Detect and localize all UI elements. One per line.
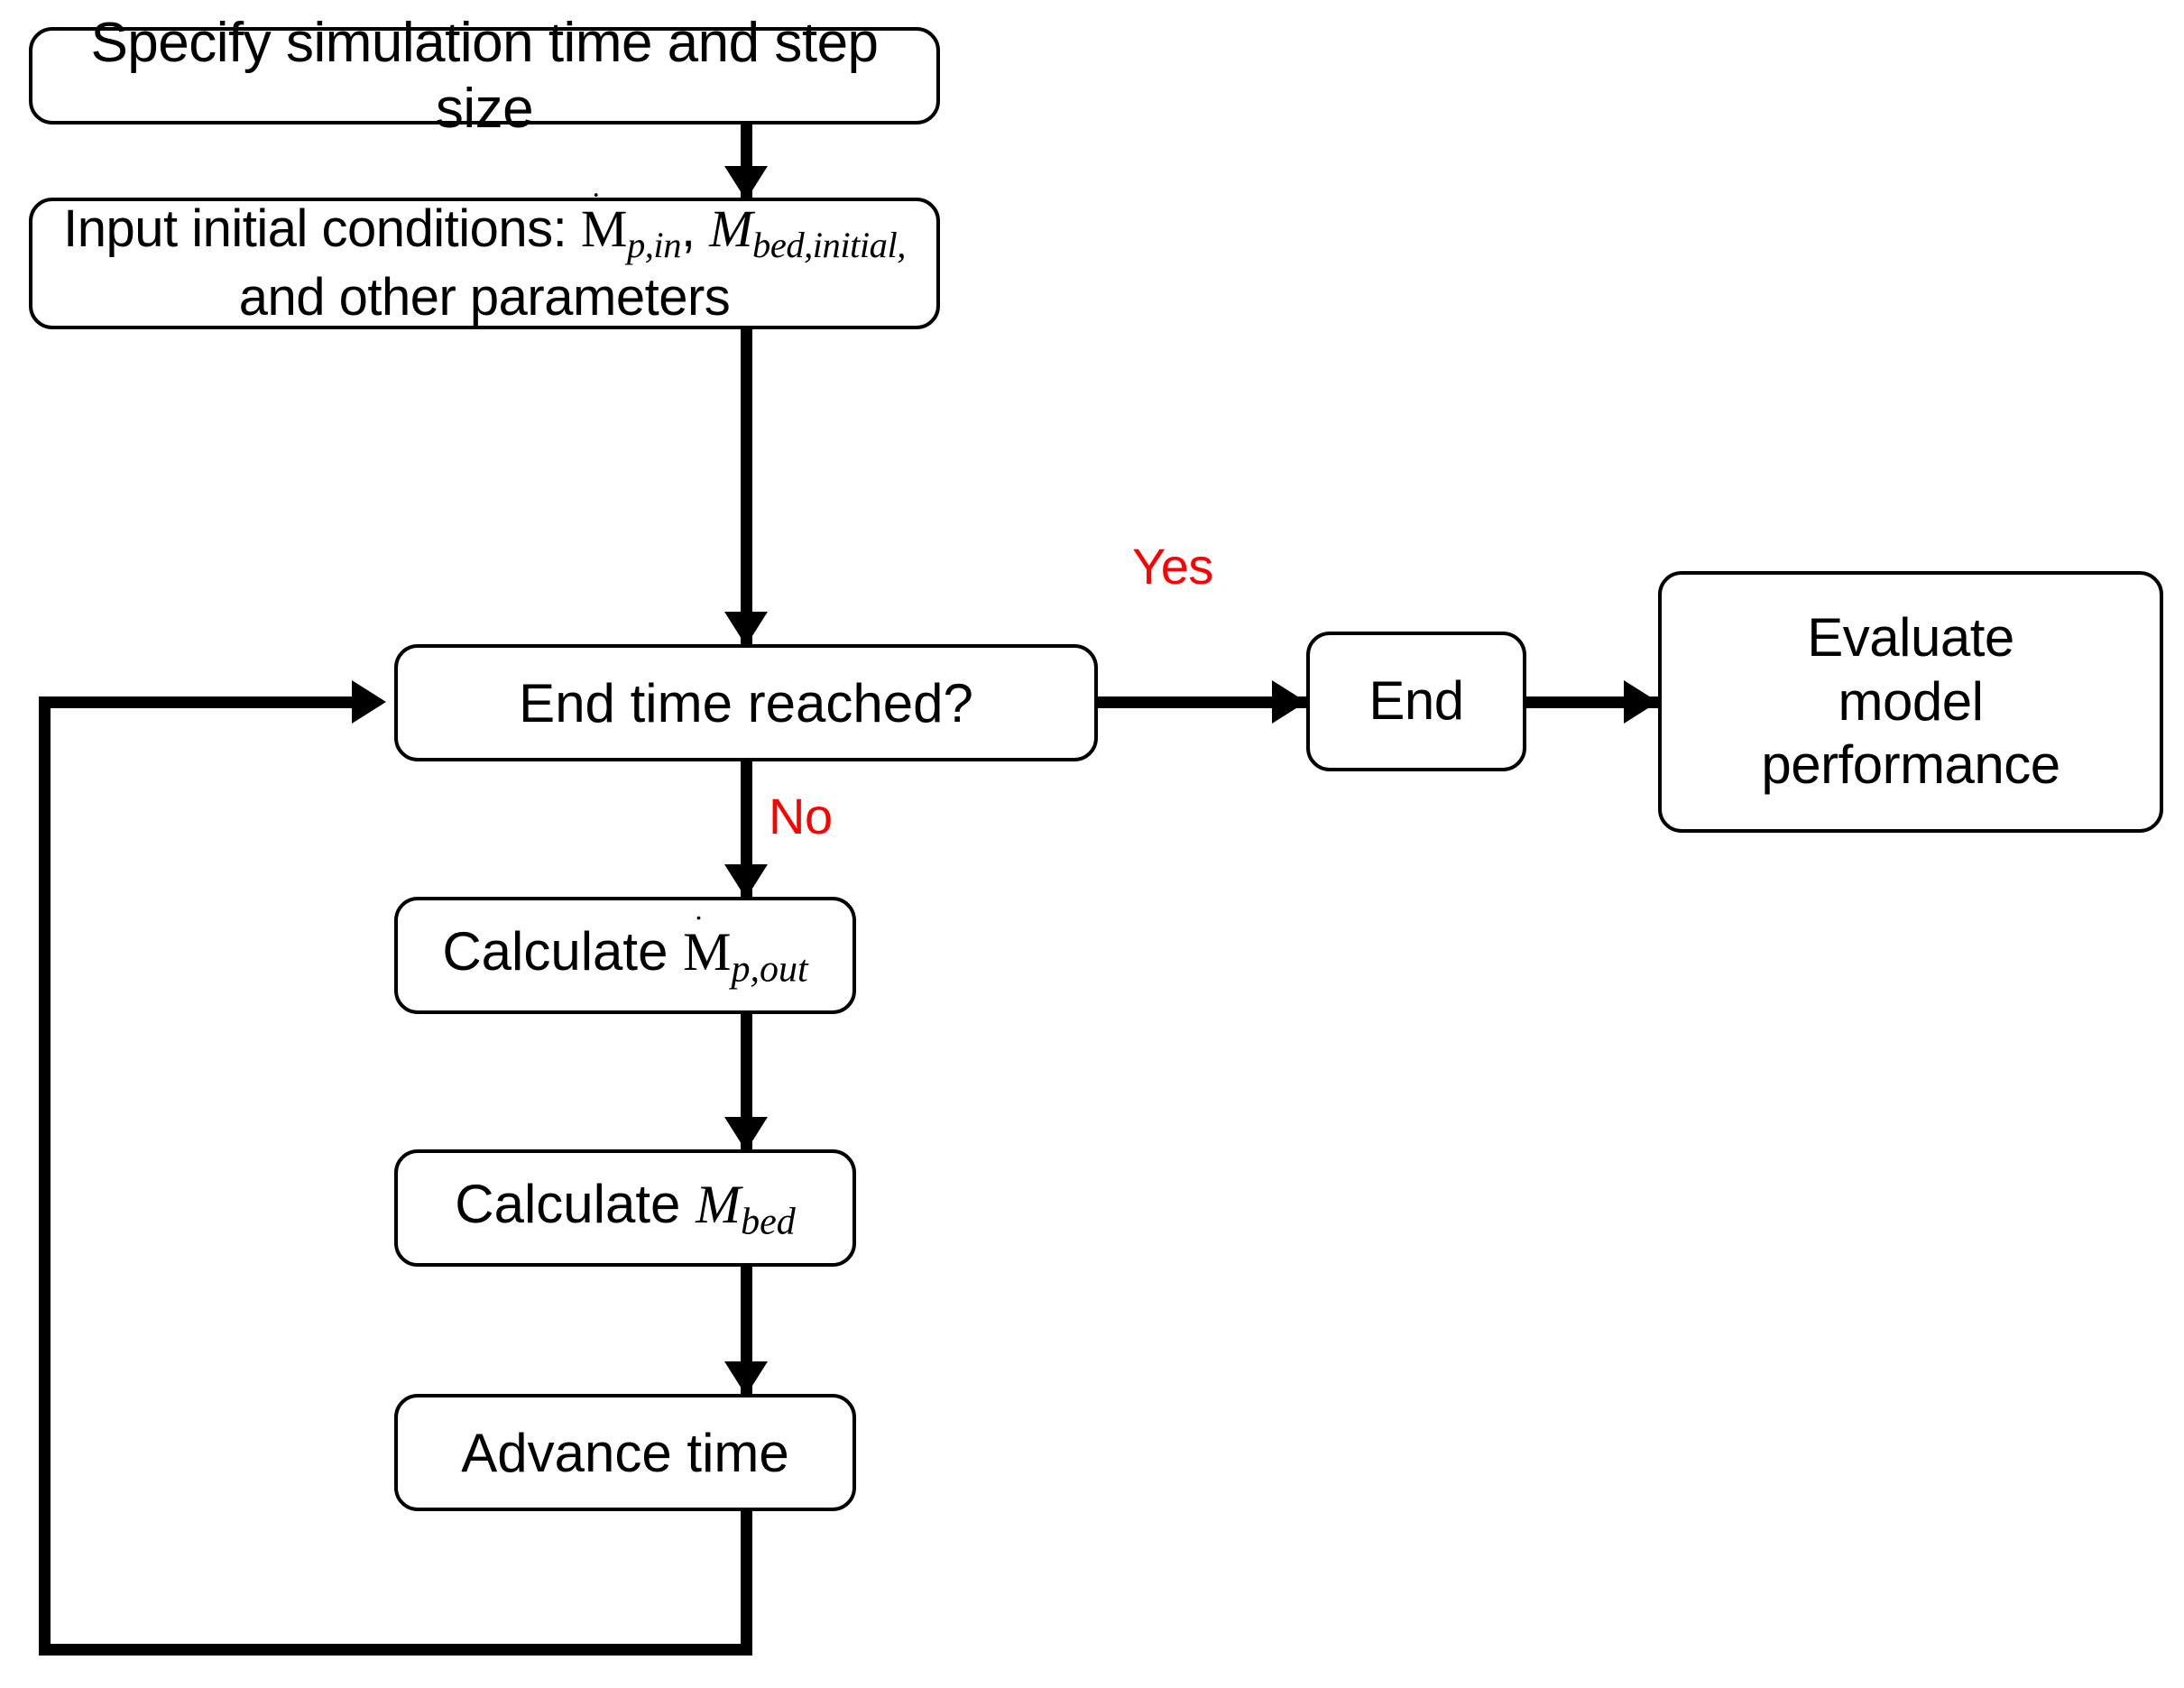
connector-loop-left <box>39 696 51 1656</box>
subscript-p-in: p,in <box>626 224 682 265</box>
node-calcbed-label: Calculate Mbed <box>398 1173 852 1244</box>
node-advance-label: Advance time <box>461 1422 789 1483</box>
node-calcout-label: Calculate ˙Mp,out <box>398 909 852 992</box>
evaluate-line3: performance <box>1761 734 2060 796</box>
evaluate-line1: Evaluate <box>1807 606 2014 668</box>
mdot-var-mp-out: ˙M <box>683 909 732 982</box>
connector-loop-bottom <box>39 1644 752 1656</box>
node-calculate-mp-out[interactable]: Calculate ˙Mp,out <box>394 897 856 1014</box>
arrowhead-input-to-decision <box>724 612 768 646</box>
branch-label-yes: Yes <box>1132 538 1213 595</box>
calcbed-prefix: Calculate <box>455 1173 696 1234</box>
node-input-label: Input initial conditions: ˙Mp,in, Mbed,i… <box>32 185 936 329</box>
subscript-p-out: p,out <box>731 948 808 991</box>
node-calculate-m-bed[interactable]: Calculate Mbed <box>394 1149 856 1267</box>
mdot-var-mp-in: ˙M <box>580 185 628 258</box>
arrowhead-specify-to-input <box>724 166 768 200</box>
subscript-bed: bed <box>741 1201 796 1243</box>
var-m-bed: M <box>696 1174 742 1234</box>
connector-loop-down <box>741 1511 752 1656</box>
node-end-time-reached-decision[interactable]: End time reached? <box>394 644 1098 761</box>
arrowhead-loop-to-decision <box>352 680 386 724</box>
arrowhead-decision-to-calcout <box>724 864 768 899</box>
node-end-label: End <box>1368 670 1464 732</box>
node-input-initial-conditions[interactable]: Input initial conditions: ˙Mp,in, Mbed,i… <box>29 185 940 329</box>
arrowhead-decision-to-end <box>1272 680 1306 724</box>
calcout-prefix: Calculate <box>442 920 684 982</box>
connector-loop-top <box>39 696 356 708</box>
input-line1-prefix: Input initial conditions: <box>63 198 581 258</box>
node-specify-label: Specify simulation time and step size <box>90 11 879 140</box>
node-evaluate-label: Evaluate model performance <box>1662 606 2160 798</box>
var-m-bed-initial: M <box>709 198 753 258</box>
input-separator: , <box>680 198 710 258</box>
evaluate-line2: model <box>1838 670 1984 732</box>
arrowhead-calcbed-to-advance <box>724 1361 768 1396</box>
branch-label-no: No <box>769 788 833 844</box>
input-line2: and other parameters <box>238 267 731 327</box>
node-end[interactable]: End <box>1306 632 1526 771</box>
node-advance-time[interactable]: Advance time <box>394 1394 856 1511</box>
arrowhead-end-to-evaluate <box>1624 680 1658 724</box>
input-trailing-comma: , <box>897 224 906 265</box>
connector-input-to-decision <box>741 329 752 650</box>
connector-decision-to-end <box>1092 696 1306 708</box>
arrowhead-calcout-to-calcbed <box>724 1117 768 1151</box>
node-evaluate-model-performance[interactable]: Evaluate model performance <box>1658 571 2163 833</box>
node-specify-simulation-time[interactable]: Specify simulation time and step size <box>29 12 940 140</box>
subscript-bed-initial: bed,initial <box>752 224 898 265</box>
node-decision-label: End time reached? <box>519 672 973 733</box>
